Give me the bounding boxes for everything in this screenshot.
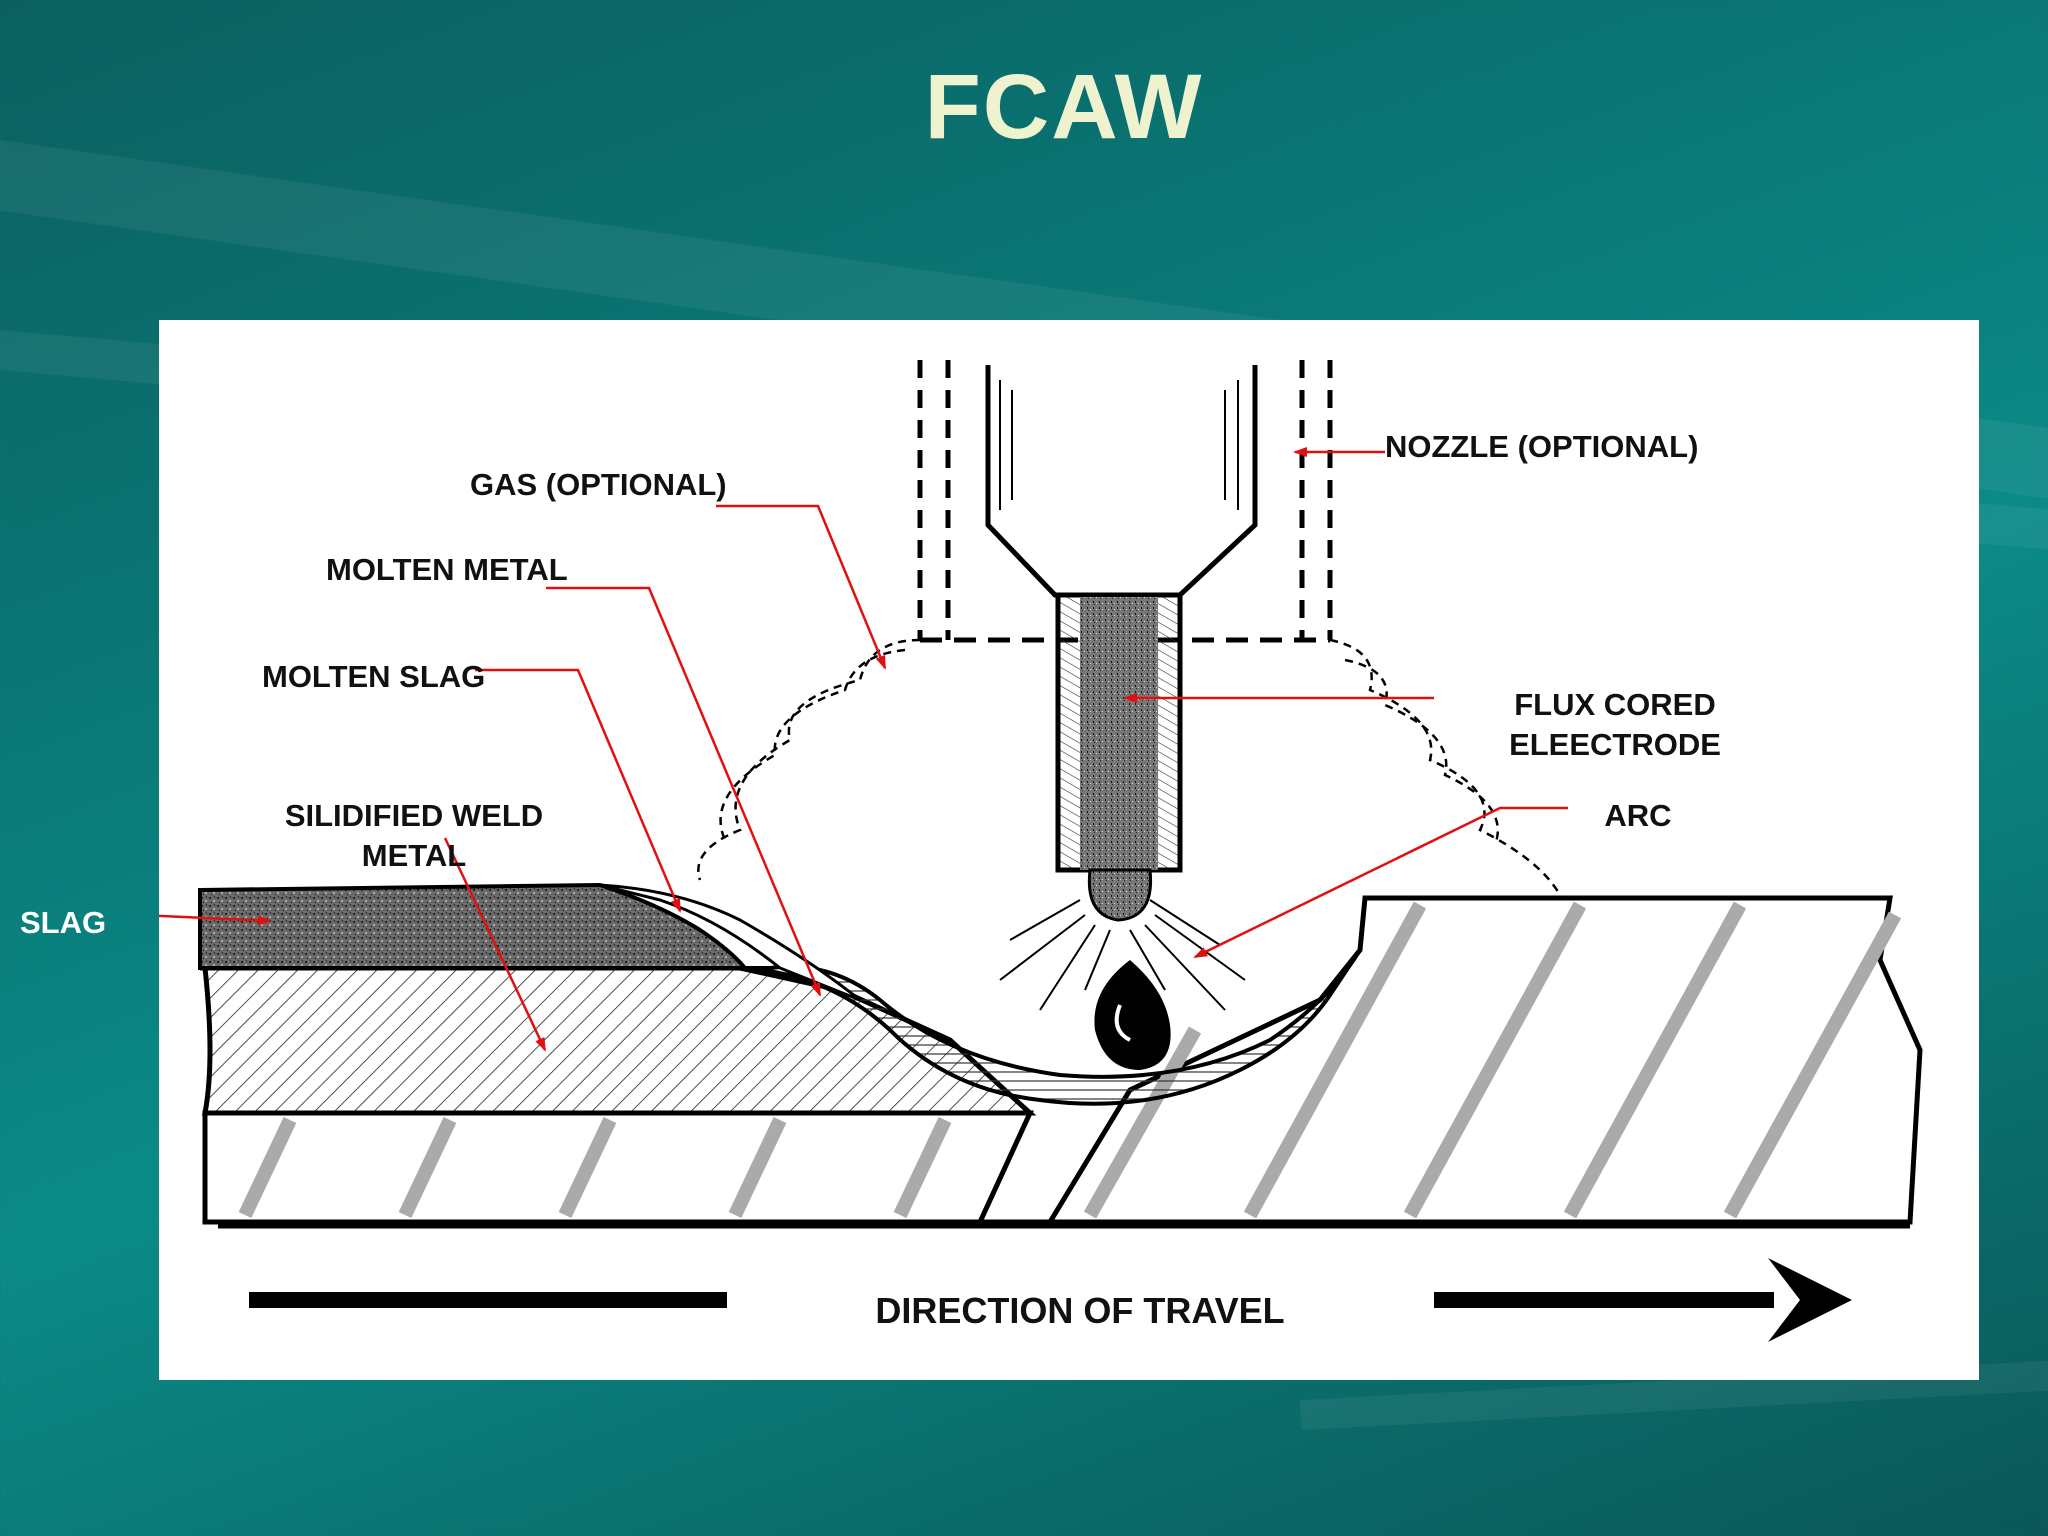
- gas-shield: [697, 638, 1562, 896]
- base-plate: [202, 895, 1923, 1229]
- label-direction: DIRECTION OF TRAVEL: [875, 1290, 1284, 1331]
- label-solidified-line1: SILIDIFIED WELD: [285, 798, 543, 833]
- pointer-molten-slag: [475, 668, 682, 913]
- flux-cored-electrode: [1055, 592, 1183, 922]
- label-arc: ARC: [1604, 798, 1671, 833]
- fcaw-diagram: GAS (OPTIONAL) MOLTEN METAL MOLTEN SLAG …: [139, 360, 1923, 1342]
- label-nozzle: NOZZLE (OPTIONAL): [1385, 429, 1698, 464]
- direction-arrow: [249, 1258, 1852, 1342]
- label-solidified-line2: METAL: [362, 838, 466, 873]
- pointer-gas: [716, 504, 887, 670]
- label-molten-metal: MOLTEN METAL: [326, 552, 568, 587]
- slide-title: FCAW: [924, 56, 1204, 158]
- slag-side-label: SLAG: [20, 905, 107, 940]
- pointer-slag: [139, 913, 272, 926]
- label-gas: GAS (OPTIONAL): [470, 467, 727, 502]
- pointer-solidified: [443, 837, 547, 1052]
- molten-slag: [599, 883, 861, 1002]
- label-electrode-line1: FLUX CORED: [1514, 687, 1716, 722]
- molten-metal-pool: [744, 948, 1362, 1106]
- pointer-arc: [1193, 806, 1568, 959]
- label-molten-slag: MOLTEN SLAG: [262, 659, 485, 694]
- diagram-panel: GAS (OPTIONAL) MOLTEN METAL MOLTEN SLAG …: [139, 320, 1979, 1380]
- pointer-molten-metal: [546, 586, 822, 997]
- metal-droplet: [1094, 960, 1171, 1070]
- slag-layer: [198, 882, 750, 970]
- label-electrode-line2: ELEECTRODE: [1509, 727, 1721, 762]
- contact-tube: [985, 365, 1258, 598]
